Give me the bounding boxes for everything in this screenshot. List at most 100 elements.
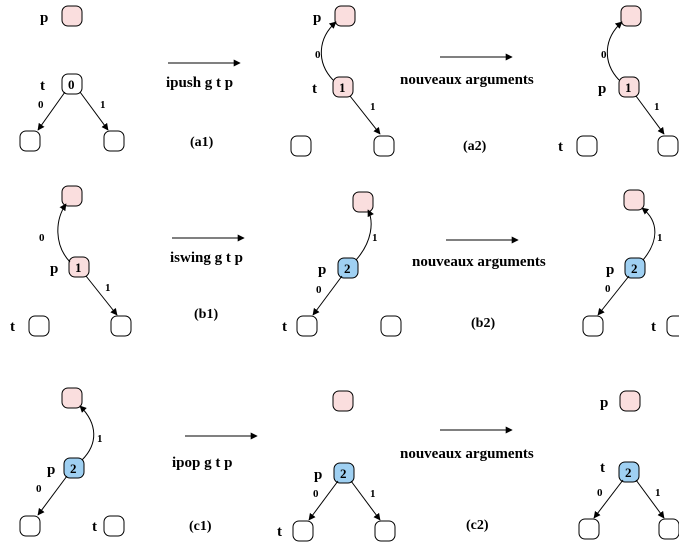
node-mid-b3 bbox=[624, 257, 646, 279]
node-left-a2 bbox=[576, 135, 598, 157]
node-value-c3: 2 bbox=[625, 465, 632, 480]
label-p-b1: p bbox=[50, 261, 58, 277]
edge-label-a0-left: 0 bbox=[38, 99, 44, 111]
label-p-c1: p bbox=[47, 462, 55, 478]
node-t-c1 bbox=[103, 515, 125, 537]
panel-b2: 2 p 1 0 t bbox=[282, 191, 402, 337]
node-mid-c2 bbox=[333, 462, 355, 484]
node-value-c1: 2 bbox=[70, 461, 77, 476]
node-top-c1 bbox=[61, 387, 83, 409]
label-p-a0: p bbox=[40, 10, 48, 26]
op-label-ipush: ipush g t p bbox=[166, 75, 233, 91]
edge-label-c3-left: 0 bbox=[597, 487, 603, 499]
panel-b3: 2 p 1 0 t bbox=[582, 189, 679, 337]
node-mid-a1 bbox=[332, 76, 354, 98]
node-t-b1 bbox=[28, 315, 50, 337]
label-t-c3: t bbox=[600, 460, 605, 476]
op-label-new-args-a: nouveaux arguments bbox=[400, 72, 534, 88]
edge-a0-right bbox=[79, 91, 109, 131]
edge-c1-left bbox=[37, 475, 68, 516]
op-new-args-b: nouveaux arguments (b2) bbox=[412, 236, 546, 331]
label-t-a2: t bbox=[558, 139, 563, 155]
node-left-b3 bbox=[582, 315, 604, 337]
edge-a1-right bbox=[349, 95, 381, 135]
op-label-new-args-b: nouveaux arguments bbox=[412, 254, 546, 270]
node-top-a1 bbox=[334, 5, 356, 27]
node-p-a0 bbox=[61, 5, 83, 27]
edge-label-c1-up: 1 bbox=[97, 433, 103, 445]
edge-b2-left bbox=[312, 275, 343, 316]
label-t-b3: t bbox=[651, 319, 656, 335]
node-t-a0 bbox=[61, 73, 83, 95]
node-top-a2 bbox=[620, 5, 642, 27]
edge-c2-left bbox=[308, 480, 339, 521]
caption-a1: (a1) bbox=[190, 135, 214, 150]
label-t-b1: t bbox=[10, 319, 15, 335]
label-p-c3: p bbox=[600, 395, 608, 411]
node-left-a0 bbox=[19, 130, 41, 152]
caption-c1: (c1) bbox=[189, 519, 212, 534]
panel-b1: 1 p 0 1 t bbox=[10, 185, 132, 337]
node-left-c3 bbox=[578, 518, 600, 540]
panel-c2: 2 p 0 1 t bbox=[277, 390, 396, 542]
caption-c2: (c2) bbox=[466, 518, 489, 533]
edge-label-b3-up: 1 bbox=[657, 232, 663, 244]
node-top-b3 bbox=[623, 189, 645, 211]
op-ipop: ipop g t p (c1) bbox=[172, 432, 258, 534]
edge-a0-left bbox=[37, 91, 66, 131]
node-value-b2: 2 bbox=[344, 261, 351, 276]
node-t-b3 bbox=[666, 315, 679, 337]
label-p-b2: p bbox=[318, 262, 326, 278]
edge-b1-up bbox=[57, 203, 71, 263]
node-left-c1 bbox=[19, 515, 41, 537]
node-top-b2 bbox=[352, 191, 374, 213]
node-right-c2 bbox=[374, 520, 396, 542]
edge-label-c3-right: 1 bbox=[655, 487, 661, 499]
edge-a1-up bbox=[320, 21, 337, 81]
op-new-args-a: nouveaux arguments (a2) bbox=[400, 53, 534, 154]
node-value-c2: 2 bbox=[340, 466, 347, 481]
edge-c3-left bbox=[593, 479, 624, 519]
node-mid-c3 bbox=[618, 461, 640, 483]
label-t-b2: t bbox=[282, 319, 287, 335]
edge-label-a0-right: 1 bbox=[100, 99, 106, 111]
label-p-a2: p bbox=[598, 81, 606, 97]
panel-a-initial: p 0 t 0 1 bbox=[19, 5, 125, 152]
edge-label-a2-right: 1 bbox=[654, 101, 660, 113]
caption-b2: (b2) bbox=[471, 316, 495, 331]
node-mid-a2 bbox=[618, 76, 640, 98]
panel-c1: 2 p 1 0 t bbox=[19, 387, 125, 537]
label-t-c2: t bbox=[277, 524, 282, 540]
edge-label-b2-left: 0 bbox=[316, 284, 322, 296]
node-mid-b1 bbox=[68, 256, 90, 278]
edge-c3-right bbox=[635, 479, 665, 519]
label-t-c1: t bbox=[92, 519, 97, 535]
edge-label-a2-up: 0 bbox=[601, 49, 607, 61]
panel-c3: p 2 t 0 1 bbox=[578, 390, 679, 540]
edge-label-b1-right: 1 bbox=[105, 282, 111, 294]
node-t-b2 bbox=[296, 315, 318, 337]
label-t-a0: t bbox=[40, 78, 45, 94]
node-mid-c1 bbox=[63, 457, 85, 479]
label-t-a1: t bbox=[312, 81, 317, 97]
edge-label-b1-up: 0 bbox=[39, 232, 45, 244]
op-label-iswing: iswing g t p bbox=[170, 250, 243, 266]
op-new-args-c: nouveaux arguments (c2) bbox=[400, 426, 534, 533]
node-value-b3: 2 bbox=[631, 261, 638, 276]
edge-label-c1-left: 0 bbox=[36, 483, 42, 495]
edge-b3-up bbox=[641, 207, 656, 261]
panel-a1: p 1 t 0 1 bbox=[290, 5, 395, 157]
edge-label-a1-right: 1 bbox=[370, 101, 376, 113]
label-p-b3: p bbox=[606, 262, 614, 278]
node-t-c2 bbox=[292, 520, 314, 542]
node-value-a0: 0 bbox=[68, 77, 75, 92]
op-ipush: ipush g t p (a1) bbox=[166, 59, 241, 150]
node-left-a1 bbox=[290, 135, 312, 157]
node-mid-b2 bbox=[337, 257, 359, 279]
edge-label-a1-up: 0 bbox=[315, 49, 321, 61]
edge-label-b3-left: 0 bbox=[605, 283, 611, 295]
node-value-b1: 1 bbox=[75, 260, 82, 275]
edge-b2-up bbox=[355, 209, 374, 261]
caption-b1: (b1) bbox=[194, 307, 218, 322]
